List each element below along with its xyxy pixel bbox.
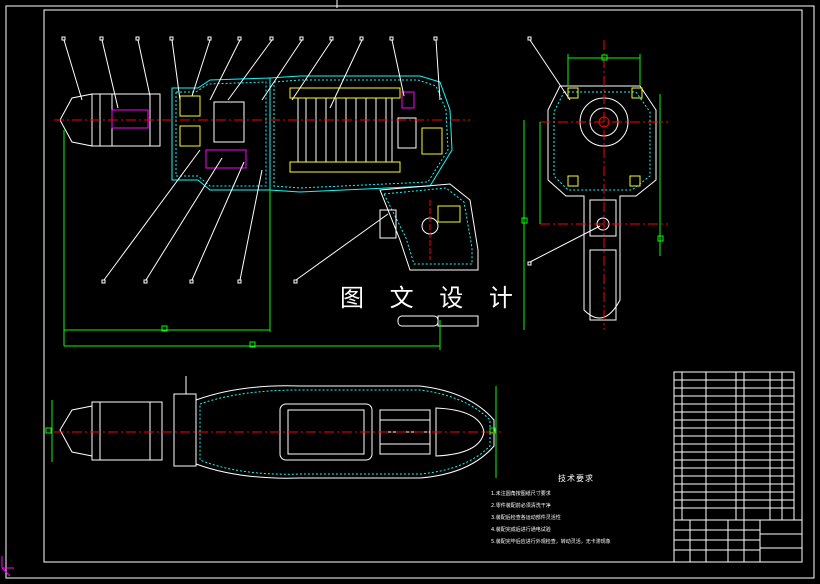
tech-note-5: 5.装配完毕后应进行外观检查，转动灵活，无卡滞现象 [491, 539, 611, 545]
part-leaders [61, 36, 441, 284]
parts-list [673, 371, 795, 521]
title-block [673, 519, 803, 563]
tech-requirements-title: 技术要求 [558, 474, 594, 483]
tech-note-4: 4.装配完成后进行通电试验 [491, 527, 551, 533]
armature [289, 87, 401, 173]
tech-note-1: 1.未注圆角按图纸尺寸要求 [491, 491, 551, 497]
ucs-icon [1, 556, 14, 577]
side-view [54, 75, 479, 350]
outer-frame [5, 5, 815, 579]
watermark-text: 图 文 设 计 [340, 284, 522, 312]
inner-frame [43, 9, 803, 563]
handle [379, 183, 479, 271]
tech-note-2: 2.零件装配前必须清洗干净 [491, 503, 551, 509]
gear-housing [171, 77, 271, 191]
top-view [45, 376, 504, 479]
commutator [397, 91, 443, 155]
motor-housing [269, 75, 453, 193]
end-view [521, 36, 668, 330]
side-handle [397, 315, 439, 327]
tech-note-3: 3.装配后检查各运动部件灵活性 [491, 515, 561, 521]
